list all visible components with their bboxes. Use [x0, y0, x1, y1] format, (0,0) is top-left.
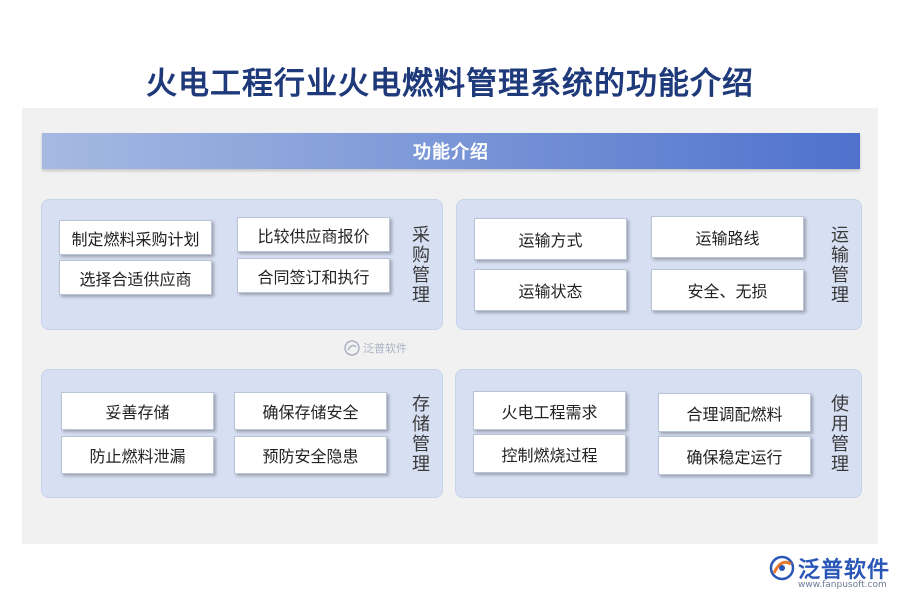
- item-prevent-leak: 防止燃料泄漏: [61, 436, 214, 474]
- watermark-text: 泛普软件: [363, 342, 407, 355]
- group-label-usage: 使用管理: [828, 393, 849, 474]
- group-label-storage: 存储管理: [409, 393, 430, 474]
- item-transport-status: 运输状态: [474, 269, 627, 311]
- item-project-demand: 火电工程需求: [473, 391, 626, 430]
- item-transport-mode: 运输方式: [474, 218, 627, 260]
- item-stable-operation: 确保稳定运行: [658, 436, 811, 475]
- group-label-procurement: 采购管理: [409, 224, 430, 305]
- page-title: 火电工程行业火电燃料管理系统的功能介绍: [146, 66, 754, 102]
- group-procurement: 制定燃料采购计划 比较供应商报价 选择合适供应商 合同签订和执行 采购管理: [41, 199, 443, 330]
- item-fuel-allocation: 合理调配燃料: [658, 393, 811, 432]
- brand-logo: 泛普软件 www.fanpusoft.com: [768, 552, 894, 596]
- brand-logo-icon: [769, 555, 795, 581]
- group-label-transport: 运输管理: [828, 224, 849, 305]
- item-safe-undamaged: 安全、无损: [651, 269, 804, 311]
- group-usage: 火电工程需求 合理调配燃料 控制燃烧过程 确保稳定运行 使用管理: [455, 369, 862, 498]
- item-storage-safety: 确保存储安全: [234, 392, 387, 430]
- item-transport-route: 运输路线: [651, 216, 804, 258]
- item-contract-execution: 合同签订和执行: [237, 258, 390, 293]
- item-prevent-hazards: 预防安全隐患: [234, 436, 387, 474]
- group-transport: 运输方式 运输路线 运输状态 安全、无损 运输管理: [456, 199, 862, 330]
- item-combustion-control: 控制燃烧过程: [473, 434, 626, 473]
- watermark: 泛普软件: [344, 340, 407, 356]
- brand-url: www.fanpusoft.com: [798, 580, 887, 590]
- item-proper-storage: 妥善存储: [61, 392, 214, 430]
- watermark-logo-icon: [344, 340, 360, 356]
- banner-function-intro: 功能介绍: [42, 133, 860, 169]
- item-compare-quotes: 比较供应商报价: [237, 217, 390, 252]
- item-procurement-plan: 制定燃料采购计划: [59, 220, 212, 255]
- item-select-supplier: 选择合适供应商: [59, 260, 212, 295]
- brand-name: 泛普软件: [798, 558, 891, 583]
- group-storage: 妥善存储 确保存储安全 防止燃料泄漏 预防安全隐患 存储管理: [41, 369, 443, 498]
